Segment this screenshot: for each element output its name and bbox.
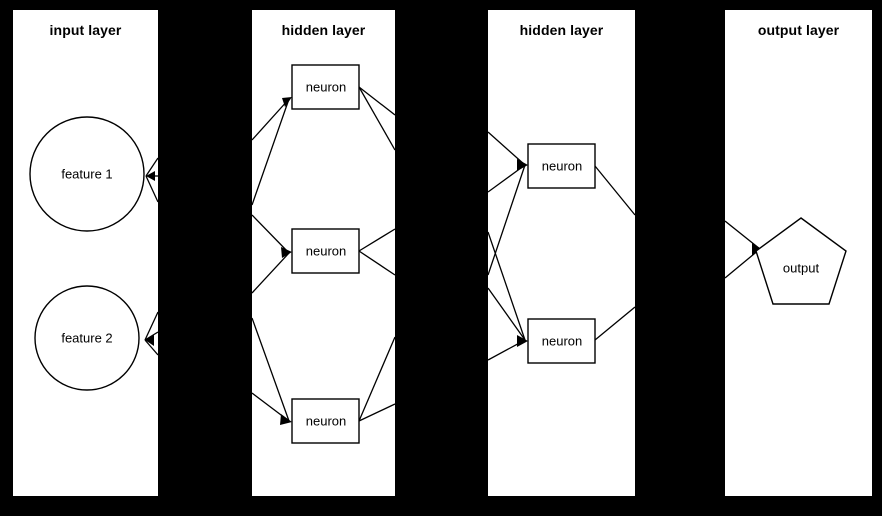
neuron-label: neuron xyxy=(542,333,582,348)
arrowhead xyxy=(145,335,154,346)
layer-title-hidden-2: hidden layer xyxy=(519,22,604,38)
edge-stub xyxy=(488,287,526,341)
node-output[interactable]: output xyxy=(755,217,847,305)
node-hidden-2-neuron-2[interactable]: neuron xyxy=(527,318,596,364)
edge-stub xyxy=(358,86,395,116)
arrowhead xyxy=(281,247,292,258)
hidden-1-incoming-edges xyxy=(252,97,292,425)
edge-stub xyxy=(252,317,290,422)
neuron-box[interactable] xyxy=(527,318,596,364)
edge-stub xyxy=(725,220,761,250)
node-feature-2[interactable]: feature 2 xyxy=(34,285,140,391)
edge-stub xyxy=(594,165,635,216)
neuron-box[interactable] xyxy=(291,398,360,444)
edge-stub xyxy=(144,311,158,341)
input-outgoing-edges xyxy=(144,157,158,356)
layer-panel-hidden-2: hidden layer xyxy=(488,10,635,496)
edge-stub xyxy=(488,131,526,166)
edge-stub xyxy=(594,306,635,341)
arrowhead xyxy=(752,243,763,255)
hidden-2-incoming-edges xyxy=(488,131,528,361)
edge-stub xyxy=(144,339,158,356)
edge-stub xyxy=(252,214,290,254)
edge-stub xyxy=(252,252,290,294)
edge-stub xyxy=(358,250,395,276)
edge-stub xyxy=(488,164,526,276)
neuron-box[interactable] xyxy=(291,228,360,274)
hidden-1-outgoing-edges xyxy=(358,86,395,422)
neuron-label: neuron xyxy=(306,79,346,94)
layer-panel-input: input layer feature 1 xyxy=(13,10,158,496)
edge-stub xyxy=(144,331,158,341)
neuron-box[interactable] xyxy=(527,143,596,189)
node-hidden-1-neuron-1[interactable]: neuron xyxy=(291,64,360,110)
edge-stub xyxy=(358,228,395,252)
edge-stub xyxy=(145,175,158,203)
arrowhead xyxy=(517,159,528,171)
feature-2-label: feature 2 xyxy=(61,330,112,345)
node-feature-1[interactable]: feature 1 xyxy=(29,116,145,232)
arrowhead xyxy=(280,414,292,425)
layer-title-hidden-1: hidden layer xyxy=(281,22,366,38)
node-hidden-2-neuron-1[interactable]: neuron xyxy=(527,143,596,189)
layer-title-input: input layer xyxy=(49,22,122,38)
input-layer-graphics: feature 1 feature 2 xyxy=(29,116,158,391)
neuron-label: neuron xyxy=(306,243,346,258)
output-layer-graphics: output xyxy=(725,217,847,305)
output-incoming-edges xyxy=(725,220,763,279)
edge-stub xyxy=(358,86,395,151)
arrowhead xyxy=(146,171,155,181)
edge-stub xyxy=(145,157,158,177)
feature-2-circle[interactable] xyxy=(34,285,140,391)
feature-1-label: feature 1 xyxy=(61,166,112,181)
edge-stub xyxy=(358,336,395,422)
hidden-2-outgoing-edges xyxy=(594,165,635,341)
edge-stub xyxy=(252,98,290,141)
arrowhead xyxy=(517,335,528,347)
layer-panel-output: output layer output xyxy=(725,10,872,496)
layer-title-output: output layer xyxy=(757,22,840,38)
edge-stub xyxy=(488,231,526,341)
feature-1-circle[interactable] xyxy=(29,116,145,232)
edge-stub xyxy=(358,403,395,422)
neuron-label: neuron xyxy=(306,413,346,428)
hidden-1-layer-graphics: neuron neuron neuron xyxy=(252,64,395,444)
node-hidden-1-neuron-3[interactable]: neuron xyxy=(291,398,360,444)
neuron-label: neuron xyxy=(542,158,582,173)
arrowhead xyxy=(282,97,292,107)
output-label: output xyxy=(783,260,820,275)
edge-stub xyxy=(252,98,290,206)
node-hidden-1-neuron-2[interactable]: neuron xyxy=(291,228,360,274)
output-pentagon[interactable] xyxy=(755,217,847,305)
hidden-2-layer-graphics: neuron neuron xyxy=(488,131,635,364)
neuron-box[interactable] xyxy=(291,64,360,110)
layer-panel-hidden-1: hidden layer xyxy=(252,10,395,496)
